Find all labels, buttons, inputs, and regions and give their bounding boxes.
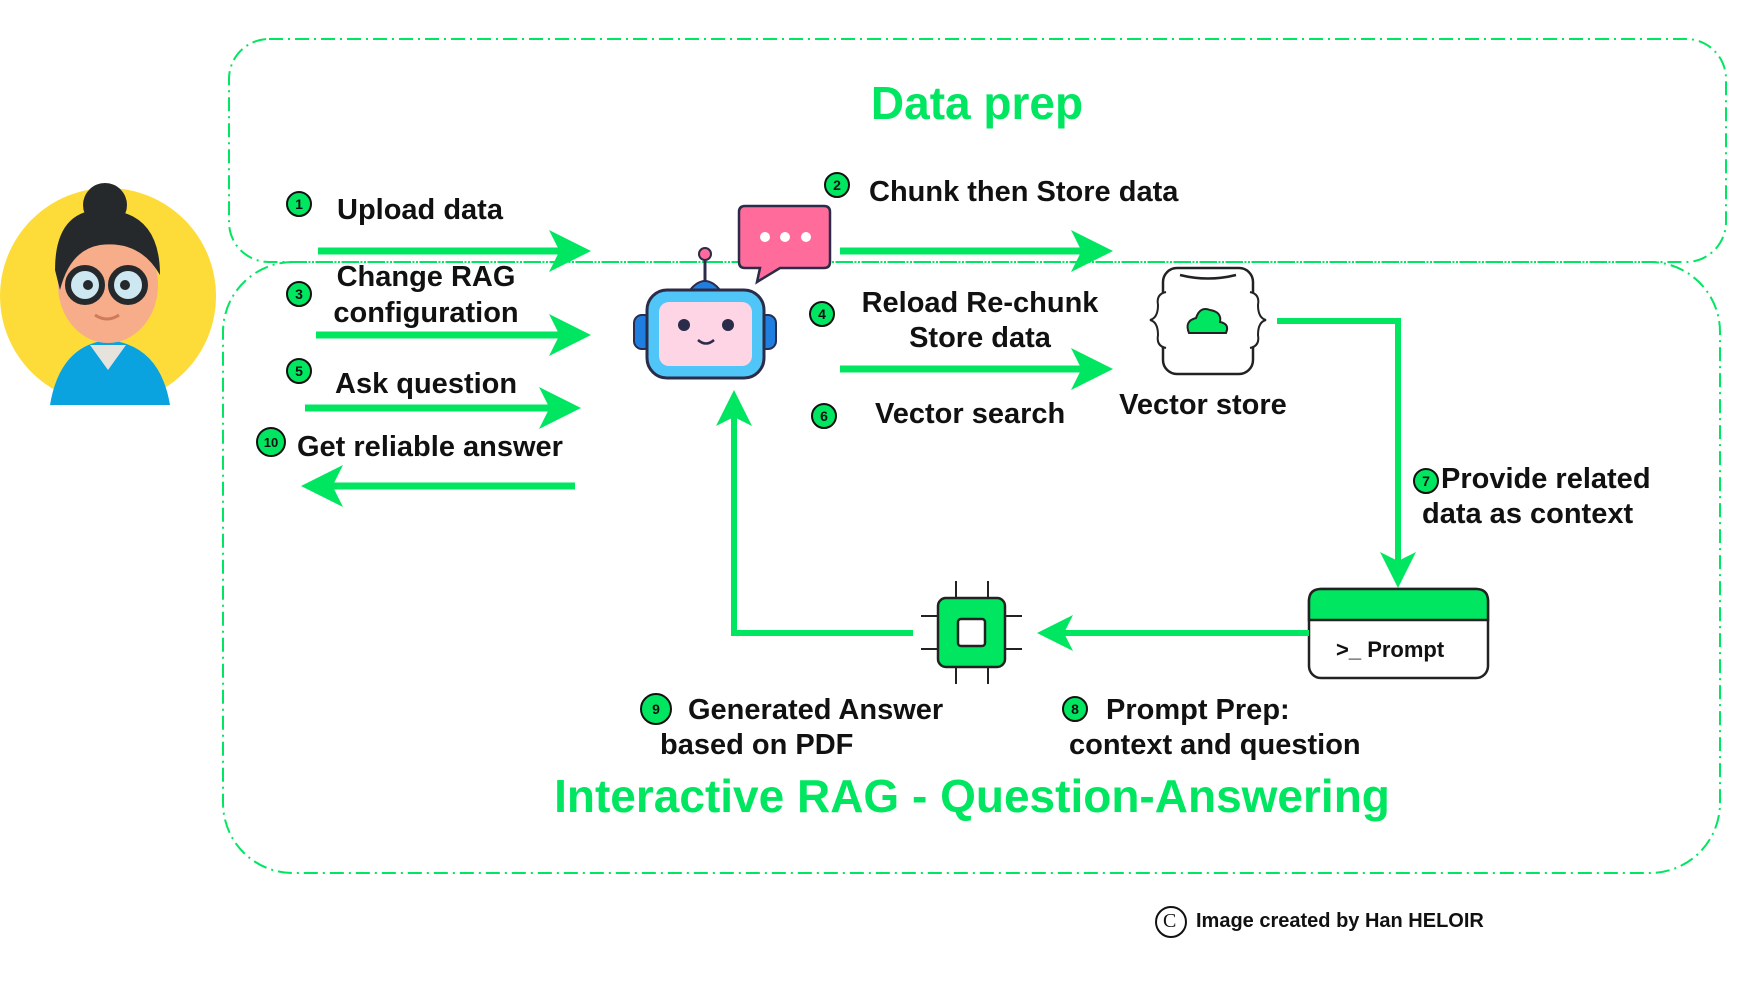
step-badge-6: 6 xyxy=(811,403,837,429)
step-label-vector-search: Vector search xyxy=(875,398,1066,430)
vector-store-label: Vector store xyxy=(1119,389,1287,421)
step-label-prompt-prep-1: Prompt Prep: xyxy=(1106,694,1290,726)
credit-text: Image created by Han HELOIR xyxy=(1196,910,1484,932)
arrow-generated-answer xyxy=(716,390,913,636)
arrow-provide-context xyxy=(1277,318,1416,588)
step-badge-2: 2 xyxy=(824,172,850,198)
step-badge-10: 10 xyxy=(256,427,286,457)
chat-bubble-icon xyxy=(737,204,832,285)
step-badge-3: 3 xyxy=(286,281,312,307)
copyright-icon xyxy=(1155,906,1187,938)
prompt-label: >_ Prompt xyxy=(1336,637,1445,662)
step-label-chunk-store: Chunk then Store data xyxy=(869,176,1179,208)
step-label-ask-question: Ask question xyxy=(335,368,518,400)
step-label-reload-2: Store data xyxy=(909,322,1051,354)
user-avatar xyxy=(0,183,216,405)
step-label-prompt-prep-2: context and question xyxy=(1069,729,1361,761)
data-prep-region xyxy=(228,38,1727,263)
step-badge-1: 1 xyxy=(286,191,312,217)
step-badge-8: 8 xyxy=(1062,696,1088,722)
vector-store-icon xyxy=(1149,266,1267,376)
interactive-rag-region xyxy=(222,261,1721,874)
processor-chip-icon xyxy=(921,581,1022,684)
step-badge-4: 4 xyxy=(809,301,835,327)
interactive-rag-title: Interactive RAG - Question-Answering xyxy=(554,770,1390,822)
step-badge-9: 9 xyxy=(640,693,672,725)
step-label-upload: Upload data xyxy=(337,194,503,226)
copyright-symbol: C xyxy=(1163,910,1177,932)
step-label-change-rag-2: configuration xyxy=(333,297,519,329)
data-prep-title: Data prep xyxy=(870,77,1084,129)
step-label-generated-2: based on PDF xyxy=(660,729,854,761)
step-label-provide-2: data as context xyxy=(1422,498,1634,530)
step-label-get-answer: Get reliable answer xyxy=(297,431,563,463)
prompt-icon xyxy=(1307,587,1490,680)
step-label-provide-1: Provide related xyxy=(1441,463,1651,495)
step-label-change-rag-1: Change RAG xyxy=(336,261,516,293)
step-badge-7: 7 xyxy=(1413,468,1439,494)
robot-icon xyxy=(633,247,777,380)
step-label-generated-1: Generated Answer xyxy=(688,694,944,726)
step-label-reload-1: Reload Re-chunk xyxy=(861,287,1099,319)
step-badge-5: 5 xyxy=(286,358,312,384)
